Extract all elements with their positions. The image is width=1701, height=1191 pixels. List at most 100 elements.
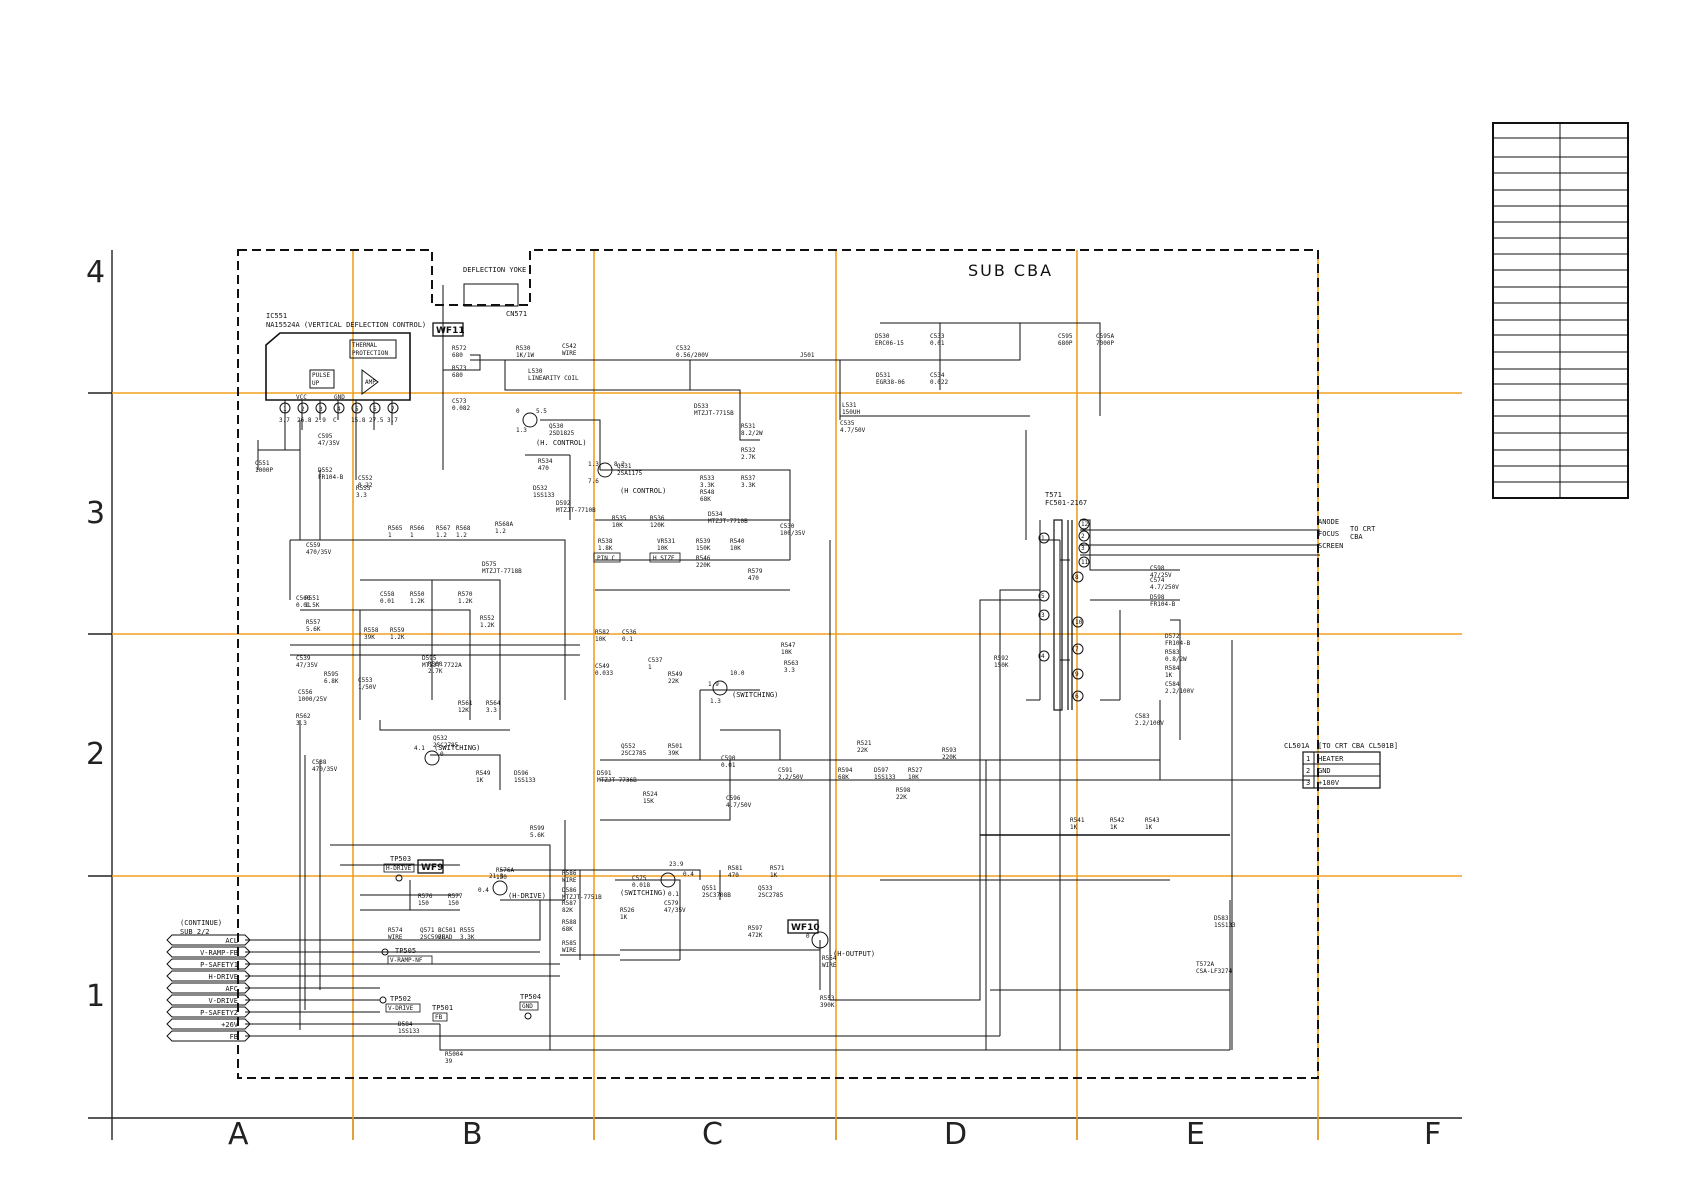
component-value: 390K <box>820 1002 835 1009</box>
component-ref: C590 <box>721 755 736 762</box>
component-ref: C538 <box>312 759 327 766</box>
component-ref: R543 <box>1145 817 1160 824</box>
component-ref: C558 <box>380 591 395 598</box>
ic-pin-voltage: 26.8 <box>297 417 312 424</box>
signal-tag-label: P-SAFETY1 <box>200 961 238 969</box>
ic-pin <box>315 402 327 414</box>
signal-tag-label: +26V <box>221 1021 239 1029</box>
component-ref: R599 <box>530 825 545 832</box>
component-value: 470 <box>538 465 549 472</box>
component-ref: R582 <box>595 629 610 636</box>
component-value: BEAD <box>438 934 453 941</box>
fbt-pin <box>1078 556 1090 568</box>
component-ref: VR531 <box>657 538 675 545</box>
component-ref: D552 <box>318 467 333 474</box>
component-ref: C595 <box>1058 333 1073 340</box>
component-ref: R553 <box>820 995 835 1002</box>
ic-pulse-1: PULSE <box>312 372 330 379</box>
fbt-pin-number: 3 <box>1081 545 1085 552</box>
switching-note-1: (SWITCHING) <box>732 691 778 699</box>
component-ref: R586 <box>562 870 577 877</box>
component-ref: C559 <box>306 542 321 549</box>
component-ref: D584 <box>398 1021 413 1028</box>
component-value: CSA-LF3274 <box>1196 968 1233 975</box>
transistor-symbols <box>424 412 829 949</box>
component-value: 68K <box>562 926 573 933</box>
component-ref: D598 <box>1150 594 1165 601</box>
component-value: 10K <box>595 636 606 643</box>
reference-table <box>1492 122 1629 499</box>
component-ref: D592 <box>556 500 571 507</box>
component-ref: R551 <box>305 595 320 602</box>
component-value: 3.3K <box>460 934 475 941</box>
component-value: 3.3K <box>741 482 756 489</box>
yoke-conn: CN571 <box>506 310 527 318</box>
component-value: 47/25V <box>1150 572 1172 579</box>
component-value: 680 <box>452 372 463 379</box>
component-ref: C591 <box>778 767 793 774</box>
signal-tag-label: V-RAMP-FB <box>200 949 238 957</box>
component-ref: D572 <box>1165 633 1180 640</box>
component-ref: T572A <box>1196 961 1214 968</box>
component-value: 47/35V <box>664 907 686 914</box>
component-ref: R524 <box>643 791 658 798</box>
component-value: 0.1 <box>622 636 633 643</box>
fbt-pin <box>1038 650 1050 662</box>
component-value: 10K <box>657 545 668 552</box>
component-ref: R526 <box>620 907 635 914</box>
component-ref: R552 <box>480 615 495 622</box>
component-value: 47/35V <box>318 440 340 447</box>
component-value: 10K <box>781 649 792 656</box>
fbt-pin-number: 7 <box>1075 646 1079 653</box>
tp502: TP502 <box>390 995 411 1003</box>
component-ref: C535 <box>840 420 855 427</box>
voltage-reading: 0 <box>516 408 520 415</box>
component-ref: Q532 <box>433 735 448 742</box>
component-value: 470 <box>748 575 759 582</box>
tp501-label: FB <box>435 1014 443 1021</box>
component-ref: C539 <box>296 655 311 662</box>
component-value: 1/50V <box>358 684 376 691</box>
component-value: 15K <box>643 798 654 805</box>
component-ref: R579 <box>748 568 763 575</box>
voltage-reading: 0.4 <box>683 871 694 878</box>
component-value: 2.2/100V <box>1165 688 1194 695</box>
voltage-reading: 0.1 <box>668 891 679 898</box>
component-ref: R535 <box>612 515 627 522</box>
component-value: 1SS133 <box>874 774 896 781</box>
signal-tag-label: H-DRIVE <box>208 973 238 981</box>
tp505: TP505 <box>395 947 416 955</box>
h-drive-note: (H-DRIVE) <box>508 892 546 900</box>
fbt-pin <box>1078 518 1090 530</box>
component-ref: L531 <box>842 402 857 409</box>
component-value: 6.8K <box>324 678 339 685</box>
voltage-reading: 7.6 <box>588 478 599 485</box>
component-value: 2.7K <box>428 668 443 675</box>
component-ref: R566 <box>410 525 425 532</box>
voltage-reading: 4.1 <box>414 745 425 752</box>
ic-desc: NA15524A (VERTICAL DEFLECTION CONTROL) <box>266 321 426 329</box>
component-ref: C532 <box>676 345 691 352</box>
component-ref: R533 <box>700 475 715 482</box>
component-ref: D575 <box>482 561 497 568</box>
fbt-pin <box>1038 532 1050 544</box>
component-value: 39K <box>668 750 679 757</box>
component-ref: R559 <box>390 627 405 634</box>
component-ref: R538 <box>598 538 613 545</box>
component-value: 472K <box>748 932 763 939</box>
component-ref: D595 <box>422 655 437 662</box>
board-title: SUB CBA <box>968 261 1053 280</box>
component-ref: D533 <box>694 403 709 410</box>
component-value: WIRE <box>822 962 837 969</box>
component-value: 4.7/250V <box>1150 584 1179 591</box>
component-ref: R584 <box>1165 665 1180 672</box>
component-ref: R5004 <box>445 1051 463 1058</box>
component-value: 1.2 <box>495 528 506 535</box>
voltage-reading: 21.3 <box>489 873 504 880</box>
component-value: WIRE <box>388 934 403 941</box>
component-value: 1 <box>648 664 652 671</box>
component-value: 680P <box>1058 340 1073 347</box>
component-ref: R563 <box>784 660 799 667</box>
component-value: 1SS133 <box>514 777 536 784</box>
